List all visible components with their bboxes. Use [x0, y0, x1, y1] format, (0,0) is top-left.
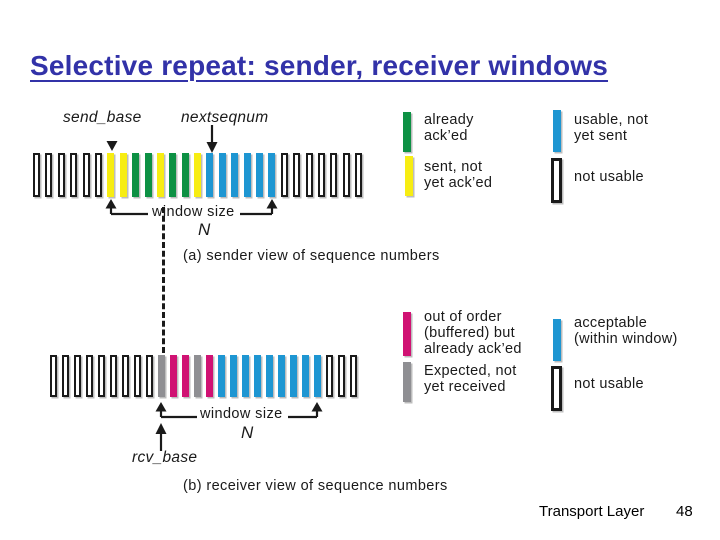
seq-bar-usable-not-sent — [218, 153, 226, 197]
seq-bar-not-usable — [86, 355, 93, 397]
sender-sequence-bar-row — [33, 153, 363, 197]
seq-bar-acceptable — [230, 355, 237, 397]
send-base-arrow-icon — [106, 141, 118, 151]
legend-label-not-usable-sender: not usable — [574, 169, 644, 185]
seq-bar-not-usable — [110, 355, 117, 397]
seq-bar-not-usable — [342, 153, 350, 197]
rcv-base-label: rcv_base — [132, 449, 198, 466]
legend-label-usable-not-sent: usable, not yet sent — [574, 112, 649, 145]
seq-bar-not-usable — [74, 355, 81, 397]
seq-bar-already-acked — [169, 153, 177, 197]
receiver-window-bracket-icon — [155, 402, 323, 419]
seq-bar-out-of-order — [182, 355, 189, 397]
seq-bar-acceptable — [302, 355, 309, 397]
seq-bar-expected-not-received — [194, 355, 201, 397]
seq-bar-not-usable — [50, 355, 57, 397]
seq-bar-not-usable — [293, 153, 301, 197]
seq-bar-not-usable — [350, 355, 357, 397]
seq-bar-out-of-order — [170, 355, 177, 397]
legend-swatch-not-usable-receiver — [551, 366, 562, 411]
seq-bar-not-usable — [305, 153, 313, 197]
footer-page-number: 48 — [676, 503, 693, 520]
seq-bar-not-usable — [330, 153, 338, 197]
legend-swatch-usable-not-sent — [553, 110, 561, 152]
seq-bar-not-usable — [326, 355, 333, 397]
seq-bar-not-usable — [98, 355, 105, 397]
seq-bar-usable-not-sent — [256, 153, 264, 197]
seq-bar-not-usable — [280, 153, 288, 197]
seq-bar-not-usable — [33, 153, 40, 197]
legend-label-not-usable-receiver: not usable — [574, 376, 644, 392]
legend-label-expected-not-received: Expected, not yet received — [424, 363, 517, 396]
send-base-label: send_base — [63, 109, 142, 126]
seq-bar-not-usable — [82, 153, 90, 197]
seq-bar-usable-not-sent — [231, 153, 239, 197]
seq-bar-acceptable — [242, 355, 249, 397]
legend-swatch-out-of-order — [403, 312, 411, 356]
legend-label-sent-not-acked: sent, not yet ack’ed — [424, 159, 493, 192]
seq-bar-usable-not-sent — [268, 153, 276, 197]
seq-bar-sent-not-acked — [156, 153, 164, 197]
legend-swatch-acceptable — [553, 319, 561, 361]
seq-bar-acceptable — [218, 355, 225, 397]
seq-bar-not-usable — [355, 153, 363, 197]
seq-bar-out-of-order — [206, 355, 213, 397]
seq-bar-acceptable — [254, 355, 261, 397]
legend-swatch-not-usable-sender — [551, 158, 562, 203]
seq-bar-expected-not-received — [158, 355, 165, 397]
seq-bar-sent-not-acked — [107, 153, 115, 197]
seq-bar-not-usable — [94, 153, 102, 197]
slide-title: Selective repeat: sender, receiver windo… — [30, 50, 609, 81]
seq-bar-sent-not-acked — [119, 153, 127, 197]
seq-bar-acceptable — [266, 355, 273, 397]
legend-label-already-acked: already ack’ed — [424, 112, 474, 145]
seq-bar-not-usable — [134, 355, 141, 397]
seq-bar-acceptable — [314, 355, 321, 397]
seq-bar-not-usable — [122, 355, 129, 397]
receiver-window-n-label: N — [241, 423, 254, 442]
seq-bar-sent-not-acked — [194, 153, 202, 197]
seq-bar-not-usable — [45, 153, 53, 197]
sender-window-n-label: N — [198, 220, 211, 239]
seq-bar-already-acked — [132, 153, 140, 197]
rcv-base-arrow-icon — [155, 423, 167, 451]
nextseqnum-arrow-icon — [206, 125, 218, 153]
seq-bar-not-usable — [317, 153, 325, 197]
legend-swatch-sent-not-acked — [405, 156, 413, 196]
seq-bar-acceptable — [290, 355, 297, 397]
footer-section-label: Transport Layer — [539, 503, 645, 520]
legend-swatch-already-acked — [403, 112, 411, 152]
seq-bar-already-acked — [181, 153, 189, 197]
receiver-window-size-label: window size — [200, 406, 283, 422]
seq-bar-usable-not-sent — [243, 153, 251, 197]
seq-bar-not-usable — [146, 355, 153, 397]
legend-label-out-of-order: out of order (buffered) but already ack’… — [424, 309, 522, 358]
alignment-dashed-line — [162, 207, 165, 353]
nextseqnum-label: nextseqnum — [181, 109, 269, 126]
receiver-caption: (b) receiver view of sequence numbers — [183, 478, 448, 494]
seq-bar-not-usable — [338, 355, 345, 397]
legend-label-acceptable: acceptable (within window) — [574, 315, 678, 348]
seq-bar-already-acked — [144, 153, 152, 197]
seq-bar-usable-not-sent — [206, 153, 214, 197]
seq-bar-not-usable — [62, 355, 69, 397]
legend-swatch-expected-not-received — [403, 362, 411, 402]
sender-window-bracket-icon — [105, 199, 278, 216]
receiver-sequence-bar-row — [50, 355, 357, 397]
sender-caption: (a) sender view of sequence numbers — [183, 248, 440, 264]
seq-bar-not-usable — [70, 153, 78, 197]
seq-bar-acceptable — [278, 355, 285, 397]
sender-window-size-label: window size — [152, 204, 235, 220]
seq-bar-not-usable — [57, 153, 65, 197]
